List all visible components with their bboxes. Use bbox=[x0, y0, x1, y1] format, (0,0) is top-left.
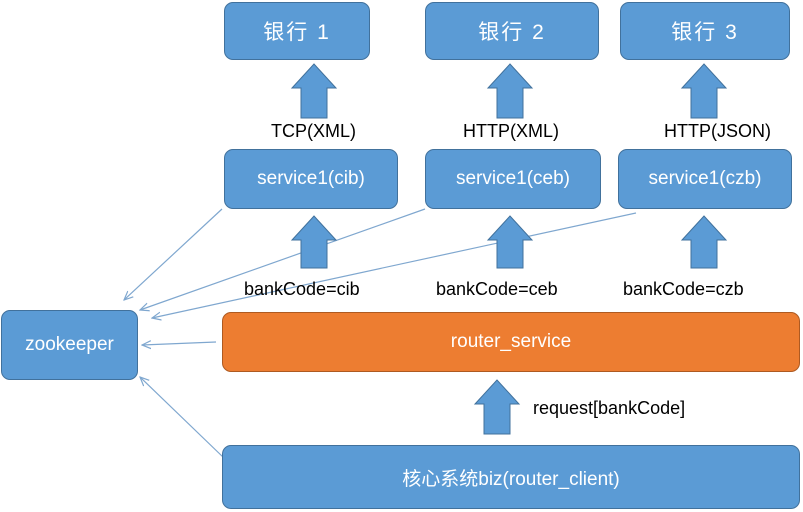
core-to-zookeeper-line bbox=[140, 377, 225, 459]
bank-3-label: 银行 3 bbox=[671, 21, 739, 44]
bank-2-label: 银行 2 bbox=[478, 21, 546, 44]
service-ceb-label: service1(ceb) bbox=[455, 168, 571, 189]
protocol-label-3: HTTP(JSON) bbox=[664, 121, 771, 141]
bank-3-box: 银行 3 bbox=[620, 2, 790, 60]
bank-2-box: 银行 2 bbox=[425, 2, 599, 60]
protocol-label-2: HTTP(XML) bbox=[463, 121, 559, 141]
core-system-label: 核心系统biz(router_client) bbox=[402, 468, 620, 490]
arrow-router-to-service-ceb bbox=[486, 215, 534, 269]
service-cib-to-zookeeper-line bbox=[124, 208, 223, 300]
arrow-service-czb-to-bank3 bbox=[680, 63, 728, 119]
protocol-label-1: TCP(XML) bbox=[271, 121, 356, 141]
router-to-zookeeper-line bbox=[142, 342, 217, 345]
service-cib-label: service1(cib) bbox=[257, 168, 365, 189]
service-ceb-to-zookeeper-line bbox=[140, 208, 426, 310]
bank-1-label: 银行 1 bbox=[263, 21, 331, 44]
arrow-router-to-service-czb bbox=[680, 215, 728, 269]
service-ceb-box: service1(ceb) bbox=[425, 149, 601, 209]
bankcode-label-cib: bankCode=cib bbox=[244, 279, 360, 299]
router-service-box: router_service bbox=[222, 312, 800, 372]
bankcode-label-ceb: bankCode=ceb bbox=[436, 279, 558, 299]
arrow-router-to-service-cib bbox=[290, 215, 338, 269]
arrow-core-to-router bbox=[473, 379, 521, 435]
service-czb-label: service1(czb) bbox=[648, 168, 762, 189]
router-service-label: router_service bbox=[450, 331, 572, 352]
arrow-service-cib-to-bank1 bbox=[290, 63, 338, 119]
zookeeper-box: zookeeper bbox=[1, 310, 138, 380]
request-label: request[bankCode] bbox=[533, 398, 686, 418]
bankcode-label-czb: bankCode=czb bbox=[623, 279, 744, 299]
bank-1-box: 银行 1 bbox=[224, 2, 370, 60]
arrow-service-ceb-to-bank2 bbox=[486, 63, 534, 119]
core-system-box: 核心系统biz(router_client) bbox=[222, 445, 800, 509]
service-czb-box: service1(czb) bbox=[618, 149, 792, 209]
service-cib-box: service1(cib) bbox=[224, 149, 398, 209]
zookeeper-label: zookeeper bbox=[25, 334, 114, 355]
service-czb-to-zookeeper-line bbox=[152, 212, 637, 318]
